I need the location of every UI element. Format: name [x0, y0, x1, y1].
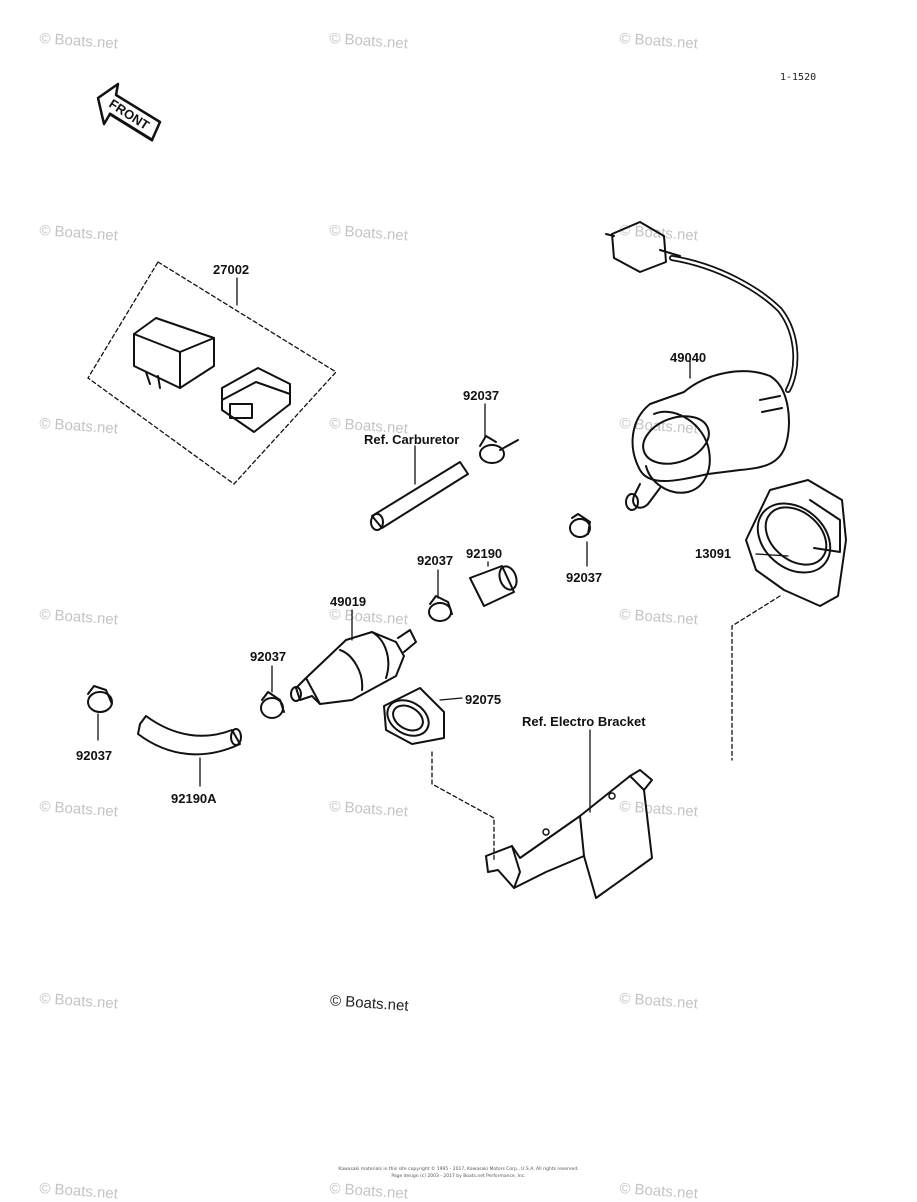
electro-bracket [485, 729, 653, 899]
part-49040-fuel-pump [605, 221, 799, 511]
part-label-92075: 92075 [465, 692, 502, 707]
figure-id: 1-1520 [780, 72, 817, 83]
hose-carburetor [370, 445, 469, 531]
part-label-27002: 27002 [213, 262, 250, 277]
part-label-13091: 13091 [695, 546, 732, 561]
part-label-92037-mid: 92037 [417, 553, 454, 568]
part-label-49040: 49040 [670, 350, 707, 365]
part-label-92037-right: 92037 [566, 570, 603, 585]
part-92190-hose [469, 561, 518, 607]
part-13091-bracket [731, 479, 847, 761]
part-92037-clamp-mid [428, 569, 453, 622]
part-92037-clamp-far [87, 685, 113, 741]
ref-carburetor-label: Ref. Carburetor [364, 432, 460, 447]
part-label-92190: 92190 [466, 546, 503, 561]
footer-line-1: Kawasaki materials in this site copyrigh… [338, 1167, 579, 1172]
part-label-92037-far: 92037 [76, 748, 113, 763]
part-label-92037-left: 92037 [250, 649, 287, 664]
part-label-92037-top: 92037 [463, 388, 500, 403]
front-arrow-icon [96, 82, 162, 142]
part-27002-box [87, 261, 337, 485]
ref-electro-bracket-label: Ref. Electro Bracket [522, 714, 646, 729]
part-92037-clamp-top [479, 403, 519, 464]
part-92037-clamp-right [569, 513, 591, 567]
footer-line-2: Page design (c) 2003 - 2017 by Boats.net… [391, 1174, 526, 1179]
part-92190A-hose [137, 715, 242, 787]
part-92037-clamp-left [260, 665, 285, 719]
part-label-49019: 49019 [330, 594, 367, 609]
part-label-92190A: 92190A [171, 791, 217, 806]
part-49019-fuel-filter [290, 609, 417, 705]
part-92075-damper [383, 687, 495, 861]
